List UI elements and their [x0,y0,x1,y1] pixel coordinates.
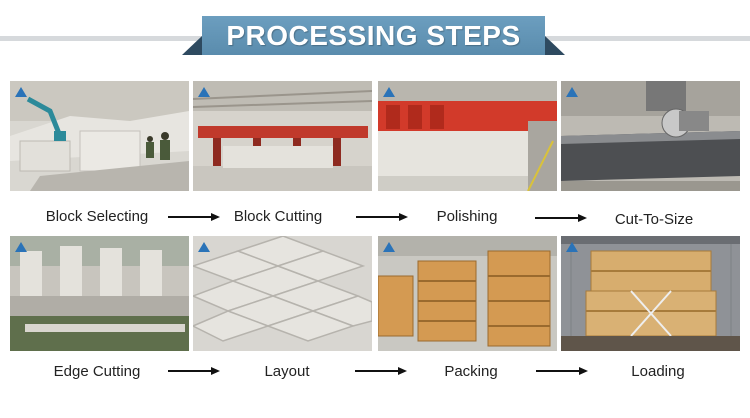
photo-layout [193,236,372,351]
watermark-logo [15,87,27,98]
edge-cutting-image [10,236,189,351]
loading-image [561,236,740,351]
block-cutting-image [193,81,372,191]
packing-image [378,236,557,351]
cut-to-size-image [561,81,740,191]
watermark-logo [566,87,578,98]
photo-block-cutting [193,81,372,191]
right-arrow-icon [536,366,588,376]
title-banner: PROCESSING STEPS [202,16,545,55]
polishing-image [378,81,557,191]
photo-packing [378,236,557,351]
watermark-logo [566,242,578,253]
right-arrow-icon [356,212,408,222]
step-label: Polishing [436,208,498,225]
step-label: Edge Cutting [53,363,141,380]
step-label: Layout [264,363,310,380]
right-arrow-icon [168,212,220,222]
watermark-logo [198,242,210,253]
quarry-image [10,81,189,191]
photo-edge-cutting [10,236,189,351]
step-label: Packing [444,363,498,380]
step-label: Cut-To-Size [614,211,694,228]
watermark-logo [383,87,395,98]
watermark-logo [198,87,210,98]
step-label: Loading [631,363,685,380]
watermark-logo [15,242,27,253]
right-arrow-icon [168,366,220,376]
photo-polishing [378,81,557,191]
step-label: Block Cutting [233,208,323,225]
watermark-logo [383,242,395,253]
right-arrow-icon [355,366,407,376]
banner-fold-right [545,36,565,55]
step-label: Block Selecting [45,208,149,225]
layout-image [193,236,372,351]
right-arrow-icon [535,213,587,223]
banner-fold-left [182,36,202,55]
photo-loading [561,236,740,351]
photo-cut-to-size [561,81,740,191]
page-title: PROCESSING STEPS [226,19,521,51]
photo-block-selecting [10,81,189,191]
